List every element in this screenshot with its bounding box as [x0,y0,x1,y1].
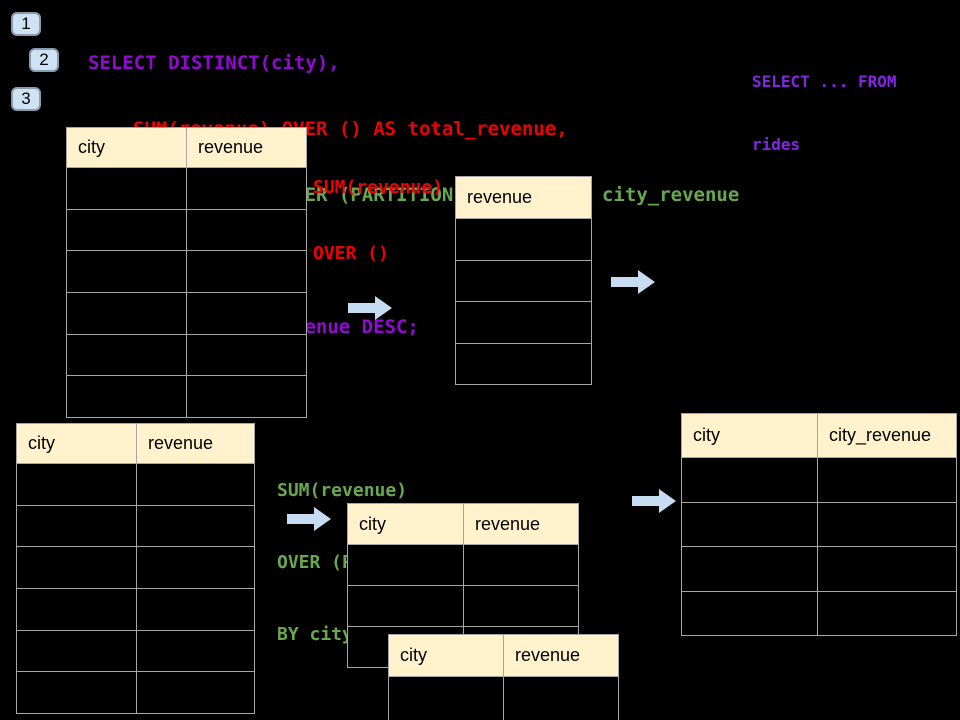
step-3-label: 3 [21,89,31,108]
empty-cell [464,545,579,586]
empty-cell [504,677,619,720]
source-table-bottom: city revenue [16,423,255,714]
empty-cell [67,209,187,252]
step-2-label: 2 [39,50,49,69]
empty-cell [187,293,307,335]
empty-cell [456,343,592,385]
annotation-sum-over-line-1: SUM(revenue) [313,177,444,198]
arrow-right-icon [611,270,655,294]
empty-cell [137,505,255,548]
empty-cell [137,672,255,714]
empty-cell [818,591,957,636]
result-table-header-city-revenue: city_revenue [818,414,957,458]
source-table-top: city revenue [66,127,307,418]
empty-cell [17,505,137,548]
step-3-badge: 3 [11,87,41,111]
empty-cell [818,458,957,503]
annotation-sum-partition-line-1: SUM(revenue) [277,480,408,501]
empty-cell [187,209,307,252]
empty-cell [456,260,592,302]
annotation-sum-over-line-2: OVER () [313,243,389,264]
empty-cell [17,630,137,673]
empty-cell [348,586,464,627]
sql-line-select: SELECT DISTINCT(city), [88,52,340,74]
empty-cell [137,464,255,506]
total-revenue-table: revenue [455,176,592,385]
arrow-right-icon [287,507,331,531]
empty-cell [187,376,307,418]
empty-cell [67,293,187,335]
partition-table-front: city revenue [388,634,619,720]
empty-cell [17,589,137,631]
step-2-badge: 2 [29,48,59,72]
empty-cell [137,589,255,631]
result-table: city city_revenue [681,413,957,636]
empty-cell [17,464,137,506]
empty-cell [464,586,579,627]
annotation-sum-over: SUM(revenue) OVER () [313,133,443,309]
empty-cell [456,302,592,344]
source-table-bottom-header-revenue: revenue [137,424,255,464]
empty-cell [67,334,187,377]
partition-table-back-header-revenue: revenue [464,504,579,545]
empty-cell [187,251,307,293]
arrow-right-icon [632,489,676,513]
empty-cell [682,591,818,636]
side-note-line-2: rides [752,135,801,154]
empty-cell [818,502,957,547]
step-1-badge: 1 [11,12,41,36]
empty-cell [17,672,137,714]
empty-cell [17,547,137,589]
source-table-bottom-header-city: city [17,424,137,464]
result-table-header-city: city [682,414,818,458]
empty-cell [682,502,818,547]
empty-cell [682,458,818,503]
side-note-line-1: SELECT ... FROM [752,72,897,91]
empty-cell [67,168,187,210]
empty-cell [818,547,957,592]
empty-cell [137,630,255,673]
empty-cell [682,547,818,592]
partition-table-back-header-city: city [348,504,464,545]
empty-cell [389,677,504,720]
partition-table-front-header-revenue: revenue [504,635,619,677]
side-note-select-from: SELECT ... FROM rides [752,29,897,197]
partition-table-front-header-city: city [389,635,504,677]
empty-cell [348,545,464,586]
source-table-top-header-revenue: revenue [187,128,307,168]
empty-cell [187,168,307,210]
source-table-top-header-city: city [67,128,187,168]
empty-cell [456,219,592,261]
empty-cell [67,251,187,293]
total-revenue-table-header-revenue: revenue [456,177,592,219]
arrow-right-icon [348,296,392,320]
empty-cell [67,376,187,418]
empty-cell [137,547,255,589]
empty-cell [187,334,307,377]
step-1-label: 1 [21,14,31,33]
